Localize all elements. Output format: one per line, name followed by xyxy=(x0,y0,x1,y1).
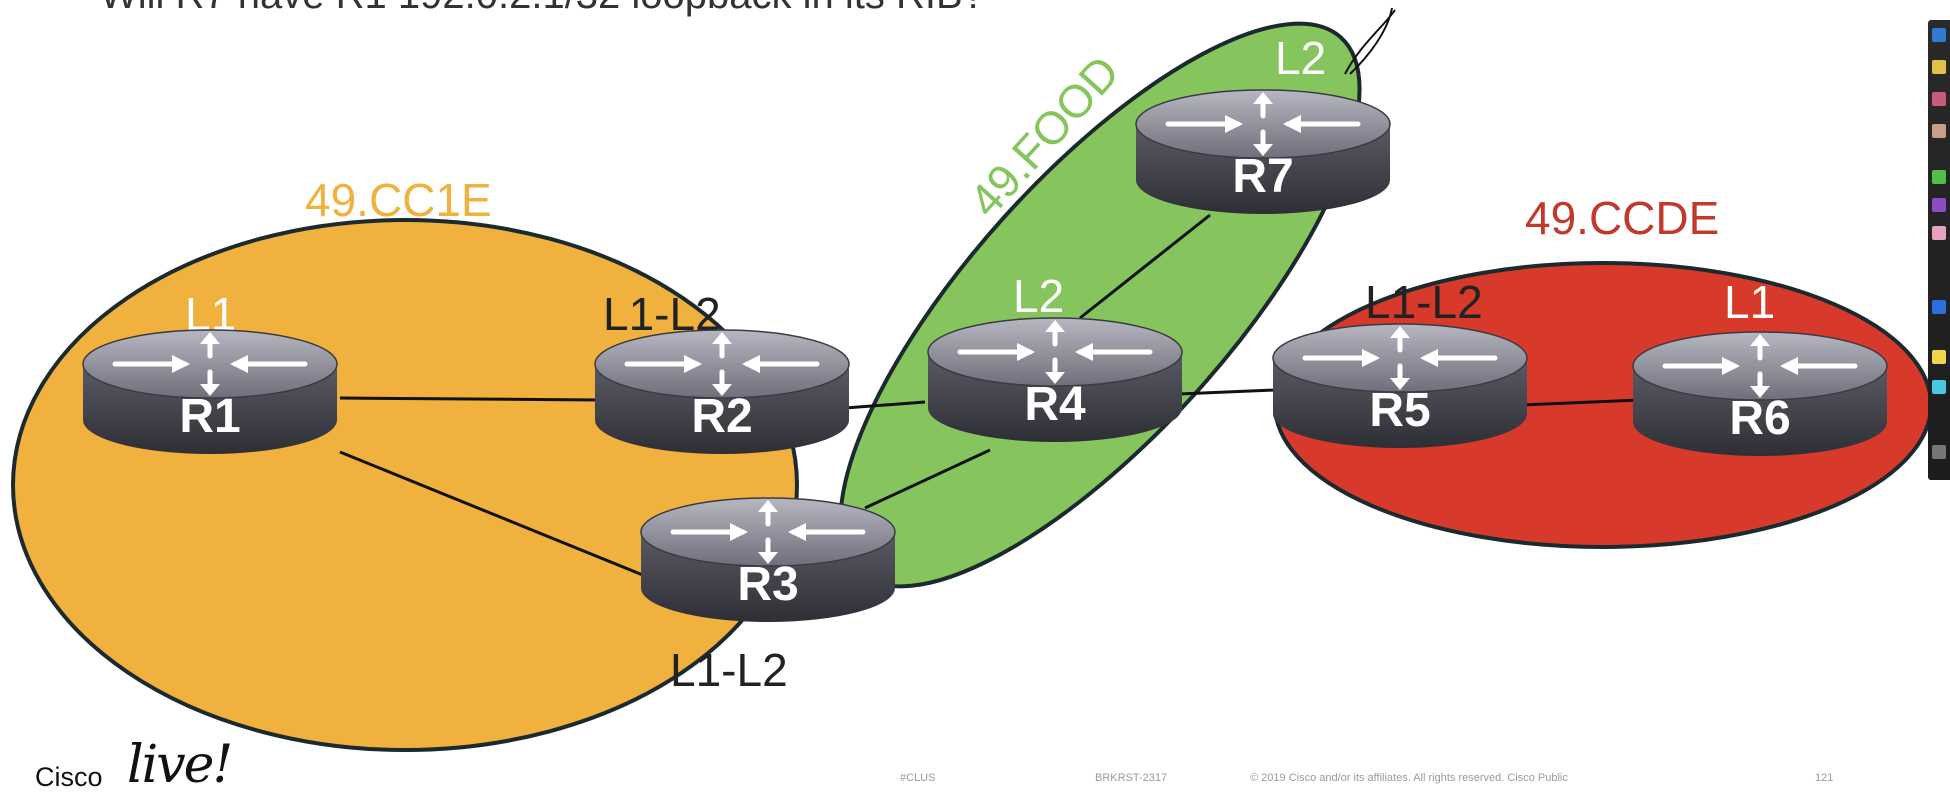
color-blue-tool-icon[interactable] xyxy=(1932,300,1946,314)
color-yellow-tool-icon[interactable] xyxy=(1932,350,1946,364)
router-name-r3: R3 xyxy=(737,558,798,611)
color-pink-tool-icon[interactable] xyxy=(1932,226,1946,240)
logo-text-live: live! xyxy=(127,735,233,795)
router-r6: R6 xyxy=(1632,331,1888,456)
router-top xyxy=(1135,89,1391,159)
footer-copyright: © 2019 Cisco and/or its affiliates. All … xyxy=(1250,772,1568,784)
footer-session: BRKRST-2317 xyxy=(1095,772,1168,784)
pen-tool-icon[interactable] xyxy=(1932,28,1946,42)
router-top xyxy=(1272,323,1528,393)
router-r7: R7 xyxy=(1135,89,1391,214)
highlighter-tool-icon[interactable] xyxy=(1932,60,1946,74)
router-arrows-icon xyxy=(1302,326,1498,390)
level-label-r3: L1-L2 xyxy=(670,644,788,696)
footer-hashtag: #CLUS xyxy=(900,772,936,784)
link-r5-r6 xyxy=(1519,398,1641,407)
router-top xyxy=(594,329,850,399)
router-top xyxy=(640,497,896,567)
level-label-r6: L1 xyxy=(1724,276,1775,328)
router-r4: R4 xyxy=(927,317,1183,442)
level-label-r7: L2 xyxy=(1275,32,1326,84)
color-purple-tool-icon[interactable] xyxy=(1932,198,1946,212)
level-label-r5: L1-L2 xyxy=(1365,276,1483,328)
link-r4-r7 xyxy=(1079,213,1211,320)
router-arrows-icon xyxy=(957,320,1153,384)
annotation-toolbar[interactable] xyxy=(1928,20,1950,480)
cisco-live-logo: Cisco live! xyxy=(35,735,233,795)
router-r1: R1 xyxy=(82,329,338,454)
color-green-tool-icon[interactable] xyxy=(1932,170,1946,184)
router-arrows-icon xyxy=(1662,334,1858,398)
router-top xyxy=(927,317,1183,387)
router-name-r6: R6 xyxy=(1729,392,1790,445)
link-r1-r2 xyxy=(339,396,601,402)
link-r1-r3 xyxy=(339,450,661,584)
area-label-49-cc1e: 49.CC1E xyxy=(305,174,492,226)
level-label-r4: L2 xyxy=(1013,270,1064,322)
router-name-r2: R2 xyxy=(691,390,752,443)
slide-title: Will R7 have R1 192.0.2.1/32 loopback in… xyxy=(100,0,985,17)
router-top xyxy=(82,329,338,399)
link-r2-r4 xyxy=(844,400,926,410)
router-arrows-icon xyxy=(670,500,866,564)
settings-tool-icon[interactable] xyxy=(1932,445,1946,459)
router-arrows-icon xyxy=(1165,92,1361,156)
router-name-r1: R1 xyxy=(179,390,240,443)
area-label-49-ccde: 49.CCDE xyxy=(1525,192,1719,244)
router-r5: R5 xyxy=(1272,323,1528,448)
router-arrows-icon xyxy=(112,332,308,396)
router-r2: R2 xyxy=(594,329,850,454)
router-name-r4: R4 xyxy=(1024,378,1086,431)
marker-tool-icon[interactable] xyxy=(1932,92,1946,106)
eraser-tool-icon[interactable] xyxy=(1932,124,1946,138)
link-r3-r4 xyxy=(864,448,991,510)
router-arrows-icon xyxy=(624,332,820,396)
router-r3: R3 xyxy=(640,497,896,622)
router-top xyxy=(1632,331,1888,401)
color-cyan-tool-icon[interactable] xyxy=(1932,380,1946,394)
logo-text-cisco: Cisco xyxy=(35,762,103,792)
router-name-r7: R7 xyxy=(1232,150,1293,203)
router-name-r5: R5 xyxy=(1369,384,1430,437)
footer-page-number: 121 xyxy=(1815,772,1834,784)
pen-annotation xyxy=(1344,7,1396,75)
